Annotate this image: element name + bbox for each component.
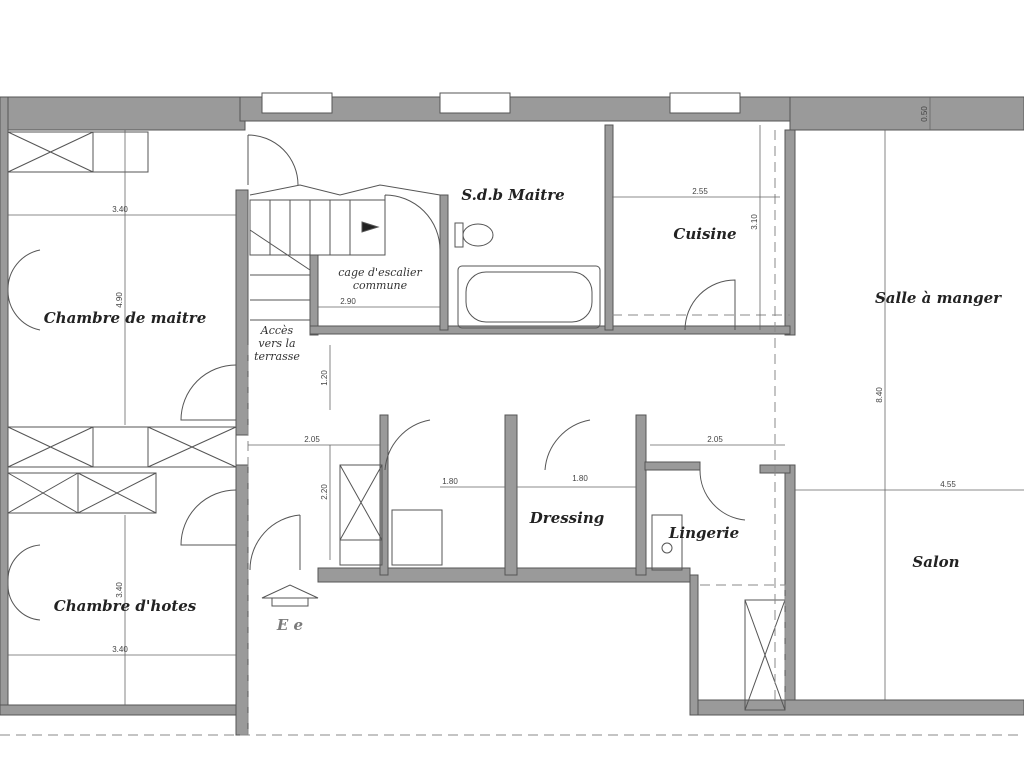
- closets: [7, 131, 786, 711]
- dim-label: 2.20: [320, 484, 329, 500]
- dim-label: 2.55: [692, 187, 708, 196]
- dim-label: 2.05: [304, 435, 320, 444]
- dim-label: 1.80: [572, 474, 588, 483]
- dim-label: 0.50: [920, 106, 929, 122]
- dim-label: 2.05: [707, 435, 723, 444]
- room-label-cage-escalier-1: cage d'escalier: [338, 266, 422, 279]
- dim-label: 1.80: [442, 477, 458, 486]
- windows: [261, 92, 741, 114]
- doors: [7, 134, 746, 621]
- dim-label: 4.90: [115, 292, 124, 308]
- room-label-chambre-hotes: Chambre d'hotes: [54, 597, 197, 615]
- dim-label: 1.20: [320, 370, 329, 386]
- room-label-sdb-maitre: S.d.b Maitre: [461, 186, 564, 204]
- label-entree: E e: [276, 616, 303, 634]
- dim-label: 3.10: [750, 214, 759, 230]
- room-label-salle-manger: Salle à manger: [875, 289, 1002, 307]
- dim-label: 8.40: [875, 387, 884, 403]
- dimension-lines: [8, 97, 1024, 705]
- dim-label: 3.40: [112, 645, 128, 654]
- label-acces-2: vers la: [258, 337, 295, 350]
- bathroom-fixtures: [261, 222, 683, 607]
- dim-label: 3.40: [112, 205, 128, 214]
- dim-label: 2.90: [340, 297, 356, 306]
- dim-label: 3.40: [115, 582, 124, 598]
- room-label-lingerie: Lingerie: [668, 524, 739, 542]
- room-label-cage-escalier-2: commune: [353, 279, 408, 292]
- room-label-cuisine: Cuisine: [673, 225, 736, 243]
- dim-label: 4.55: [940, 480, 956, 489]
- room-label-salon: Salon: [912, 553, 959, 571]
- staircase: [249, 199, 386, 321]
- room-label-dressing: Dressing: [529, 509, 604, 527]
- room-label-chambre-maitre: Chambre de maitre: [44, 309, 207, 327]
- walls: [0, 96, 1024, 736]
- label-acces-3: terrasse: [254, 350, 300, 363]
- label-acces-1: Accès: [260, 324, 294, 337]
